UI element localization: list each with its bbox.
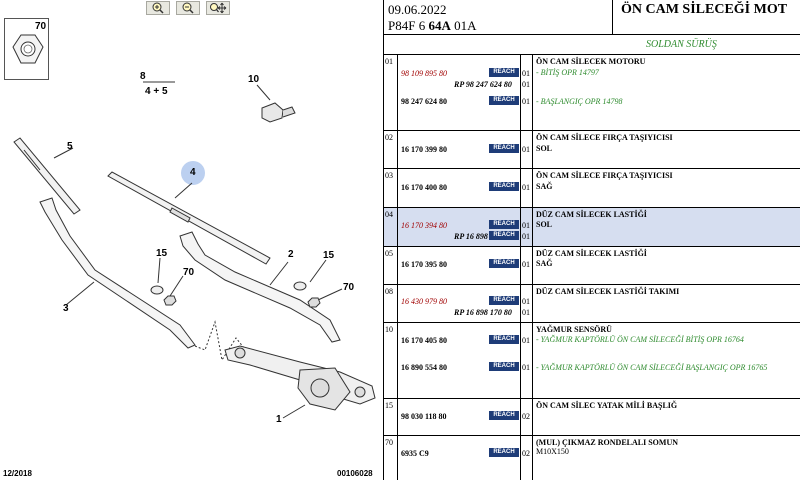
wiper-linework	[13, 81, 376, 419]
subtitle-row: SOLDAN SÜRÜŞ	[384, 35, 800, 55]
table-row[interactable]: 70 6935 C9 REACH 02 (MUL) ÇIKMAZ RONDELA…	[384, 436, 800, 480]
catalog-date: 09.06.2022	[388, 2, 447, 17]
page-title: ÖN CAM SİLECEĞİ MOT	[621, 2, 788, 17]
part-number[interactable]: 16 170 394 80	[401, 221, 447, 230]
callout-70-box: 70	[35, 21, 47, 32]
reach-badge[interactable]: REACH	[489, 182, 519, 191]
option-note: - YAĞMUR KAPTÖRLÜ ÖN CAM SİLECEĞİ BAŞLAN…	[536, 363, 768, 372]
table-row[interactable]: 05 16 170 395 80 REACH 01 DÜZ CAM SİLECE…	[384, 247, 800, 285]
diagram-toolbar	[146, 1, 230, 15]
option-note: - BİTİŞ OPR 14797	[536, 68, 599, 77]
replacement-part-number[interactable]: RP 16 898 170 80	[454, 308, 512, 317]
table-row[interactable]: 01 98 109 895 80 REACH 01 RP 98 247 624 …	[384, 55, 800, 131]
reach-badge[interactable]: REACH	[489, 259, 519, 268]
part-number[interactable]: 16 170 395 80	[401, 260, 447, 269]
callout-15-right: 15	[323, 250, 335, 261]
callout-3: 3	[63, 303, 69, 314]
part-description: ÖN CAM SİLECE FIRÇA TAŞIYICISI	[536, 133, 673, 142]
reach-badge[interactable]: REACH	[489, 362, 519, 371]
part-number[interactable]: 98 247 624 80	[401, 97, 447, 106]
part-description: YAĞMUR SENSÖRÜ	[536, 325, 612, 334]
part-number[interactable]: 16 890 554 80	[401, 363, 447, 372]
reach-badge[interactable]: REACH	[489, 220, 519, 229]
zoom-in-button[interactable]	[146, 1, 170, 15]
catalog-code: P84F 6 64A 01A	[388, 18, 477, 33]
reach-badge[interactable]: REACH	[489, 448, 519, 457]
zoom-in-icon	[152, 2, 164, 14]
reach-badge[interactable]: REACH	[489, 96, 519, 105]
reach-badge[interactable]: REACH	[489, 144, 519, 153]
table-row[interactable]: 08 16 430 979 80 REACH 01 RP 16 898 170 …	[384, 285, 800, 323]
nut-detail-box	[4, 18, 49, 80]
part-description: ÖN CAM SİLECE FIRÇA TAŞIYICISI	[536, 171, 673, 180]
part-description: (MUL) ÇIKMAZ RONDELALI SOMUN	[536, 438, 678, 447]
callout-70-right: 70	[343, 282, 355, 293]
reach-badge[interactable]: REACH	[489, 335, 519, 344]
part-description: ÖN CAM SİLEC YATAK MİLİ BAŞLIĞ	[536, 401, 678, 410]
part-number[interactable]: 16 170 400 80	[401, 183, 447, 192]
callout-4: 4	[190, 167, 196, 178]
reach-badge[interactable]: REACH	[489, 296, 519, 305]
diagram-date-footer: 12/2018	[3, 469, 32, 478]
diagram-id-footer: 00106028	[337, 469, 373, 478]
highlight-bubble	[181, 161, 205, 185]
callout-15-left: 15	[156, 248, 168, 259]
callout-5: 5	[67, 141, 73, 152]
pan-button[interactable]	[206, 1, 230, 15]
replacement-part-number[interactable]: RP 98 247 624 80	[454, 80, 512, 89]
table-row[interactable]: 15 98 030 118 80 REACH 02 ÖN CAM SİLEC Y…	[384, 399, 800, 436]
table-row[interactable]: 02 16 170 399 80 REACH 01 ÖN CAM SİLECE …	[384, 131, 800, 169]
option-note: - BAŞLANGIÇ OPR 14798	[536, 97, 623, 106]
table-row[interactable]: 10 16 170 405 80 REACH 01 16 890 554 80 …	[384, 323, 800, 399]
part-number[interactable]: 16 170 399 80	[401, 145, 447, 154]
exploded-diagram-pane[interactable]: 70	[0, 0, 383, 480]
part-description: ÖN CAM SİLECEK MOTORU	[536, 57, 646, 66]
part-number[interactable]: 6935 C9	[401, 449, 429, 458]
hex-nut-icon	[12, 34, 44, 64]
part-number[interactable]: 98 030 118 80	[401, 412, 447, 421]
part-number[interactable]: 98 109 895 80	[401, 69, 447, 78]
part-description: DÜZ CAM SİLECEK LASTİĞİ	[536, 210, 647, 219]
callout-10: 10	[248, 74, 260, 85]
part-description: DÜZ CAM SİLECEK LASTİĞİ	[536, 249, 647, 258]
replacement-part-number[interactable]: RP 16 898 158 80	[454, 232, 512, 241]
zoom-pan-icon	[210, 2, 227, 14]
zoom-out-button[interactable]	[176, 1, 200, 15]
callout-8: 8	[140, 71, 146, 82]
table-row-selected[interactable]: 04 16 170 394 80 REACH 01 RP 16 898 158 …	[384, 208, 800, 247]
reach-badge[interactable]: REACH	[489, 231, 519, 240]
reach-badge[interactable]: REACH	[489, 411, 519, 420]
row-ref: 01	[385, 57, 393, 66]
callout-2: 2	[288, 249, 294, 260]
drive-side-label: SOLDAN SÜRÜŞ	[646, 39, 717, 50]
part-description: DÜZ CAM SİLECEK LASTİĞİ TAKIMI	[536, 287, 680, 296]
reach-badge[interactable]: REACH	[489, 68, 519, 77]
option-note: - YAĞMUR KAPTÖRLÜ ÖN CAM SİLECEĞİ BİTİŞ …	[536, 335, 744, 344]
callout-70-left: 70	[183, 267, 195, 278]
zoom-out-icon	[182, 2, 194, 14]
table-row[interactable]: 03 16 170 400 80 REACH 01 ÖN CAM SİLECE …	[384, 169, 800, 208]
parts-list-pane: 09.06.2022 P84F 6 64A 01A ÖN CAM SİLECEĞ…	[383, 0, 800, 480]
callout-4-plus-5: 4 + 5	[145, 86, 168, 97]
part-number[interactable]: 16 170 405 80	[401, 336, 447, 345]
part-number[interactable]: 16 430 979 80	[401, 297, 447, 306]
callout-1: 1	[276, 414, 282, 425]
